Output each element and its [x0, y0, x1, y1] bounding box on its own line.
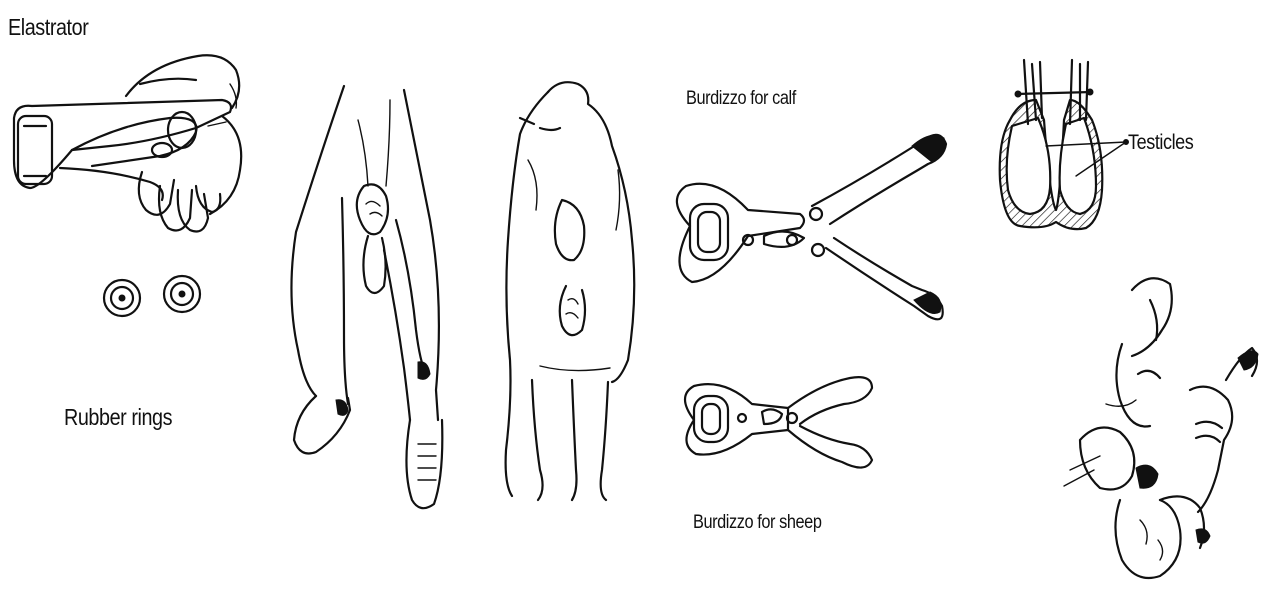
- elastrator-illustration: [14, 55, 241, 231]
- rubber-rings-illustration: [104, 276, 200, 316]
- burdizzo-calf-illustration: [677, 135, 946, 319]
- person-legs-illustration: [291, 86, 442, 508]
- lamb-rear-illustration: [506, 82, 635, 500]
- burdizzo-in-use-illustration: [1064, 278, 1258, 578]
- burdizzo-sheep-illustration: [685, 377, 872, 467]
- testicles-section-illustration: [1000, 60, 1129, 229]
